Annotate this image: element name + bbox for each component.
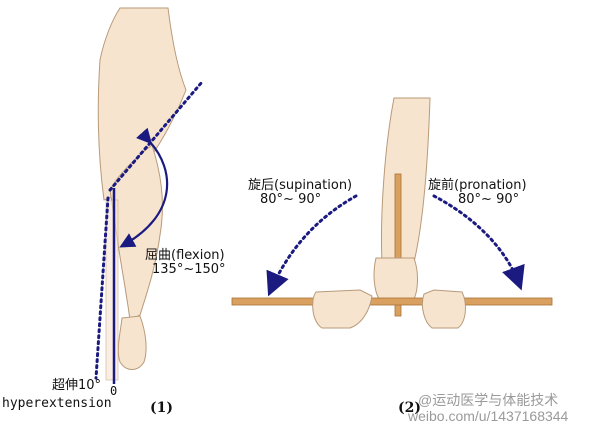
supination-arrow xyxy=(266,194,358,297)
extended-arm-shape xyxy=(105,199,119,381)
watermark-line1: @运动医学与体能技术 xyxy=(418,392,559,408)
center-fist-shape xyxy=(373,257,418,305)
center-stick xyxy=(394,173,402,317)
pronation-label: 旋前(pronation) xyxy=(428,178,527,193)
pronation-range: 80°~ 90° xyxy=(458,192,520,207)
figure1-number: (1) xyxy=(150,400,173,416)
flexion-label: 屈曲(flexion) xyxy=(145,248,225,263)
flexion-range: 135°~150° xyxy=(152,262,226,277)
figure2-number: (2) xyxy=(398,400,421,416)
fist-shape xyxy=(117,315,147,370)
supination-label: 旋后(supination) xyxy=(248,178,353,193)
zero-mark: 0 xyxy=(110,384,118,398)
figure1-arm xyxy=(97,7,187,381)
hyperextension-en-label: hyperextension xyxy=(2,396,112,411)
vertical-forearm-shape xyxy=(381,97,431,263)
flexion-arc-arrow xyxy=(119,127,169,248)
hyperextension-cn-label: 超伸10° xyxy=(52,378,102,393)
hyperextension-dotted-line xyxy=(94,196,110,380)
figure2-arm xyxy=(231,97,553,329)
horizontal-stick xyxy=(231,297,553,306)
right-fist-shape xyxy=(421,289,466,329)
left-fist-shape xyxy=(312,289,373,329)
watermark-line2: weibo.com/u/1437168344 xyxy=(408,408,569,424)
pronation-arrow xyxy=(432,194,525,291)
supination-range: 80°~ 90° xyxy=(260,192,322,207)
